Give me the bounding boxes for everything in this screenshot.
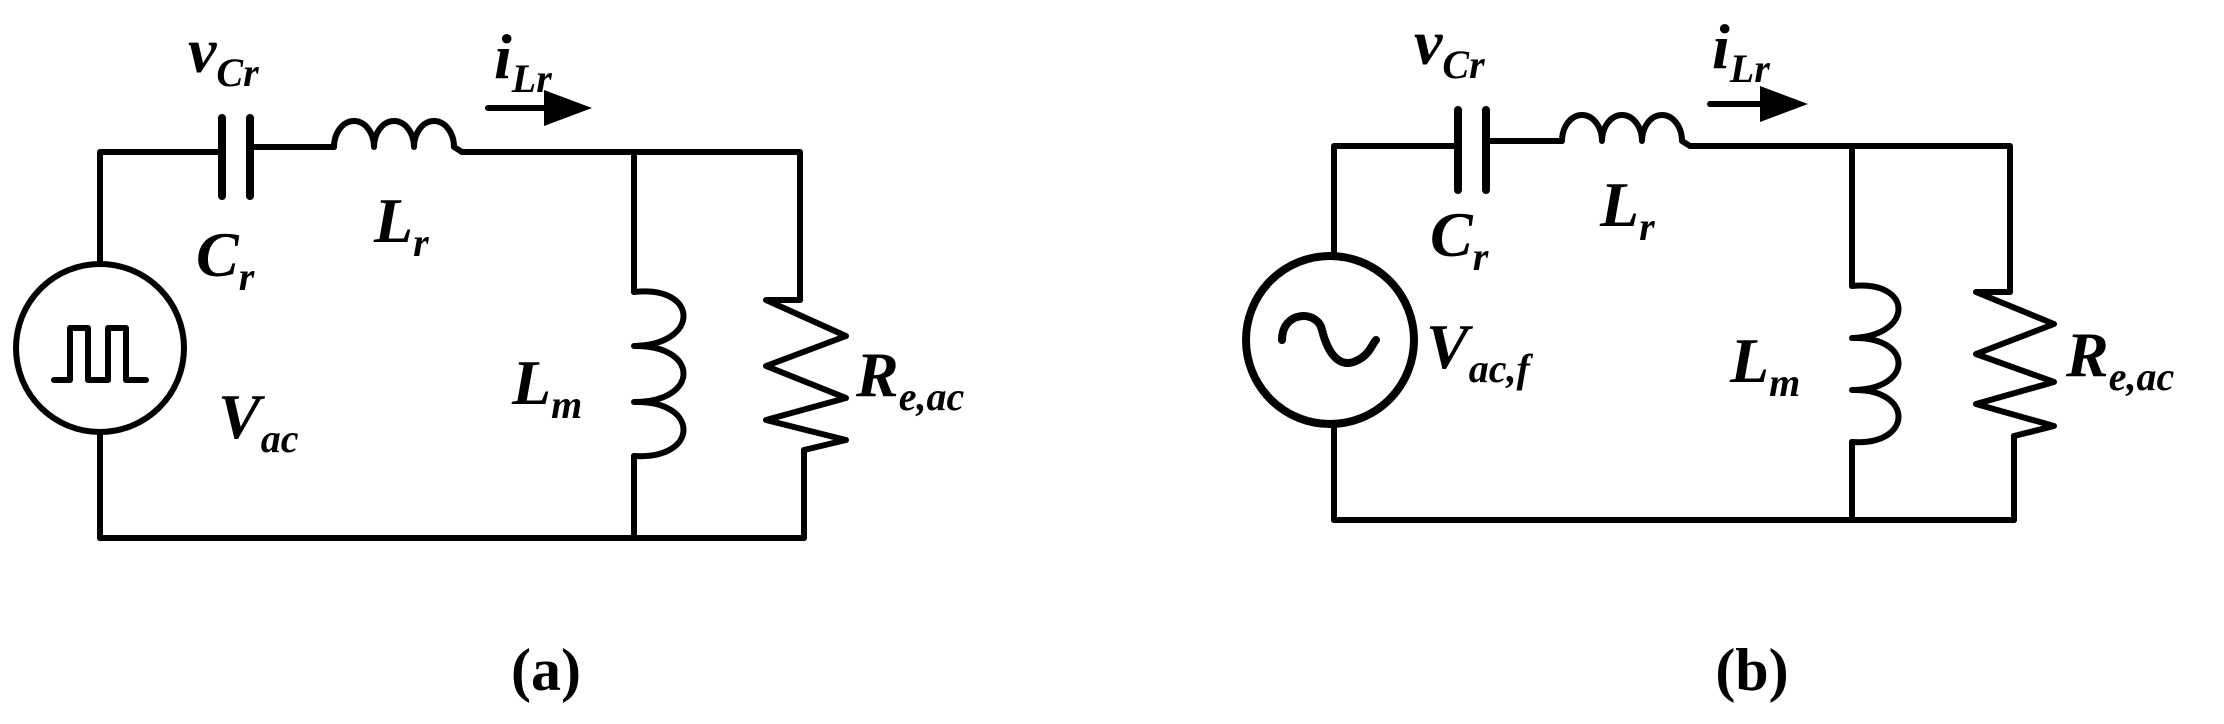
magnetizing-inductor-label-a: Lm	[511, 347, 582, 427]
current-arrow-a	[485, 90, 592, 126]
source-label-b: Vac,f	[1426, 311, 1533, 391]
inductor-current-label-a: iLr	[494, 21, 552, 101]
series-inductor-b	[1559, 112, 1693, 149]
source-circle	[1242, 252, 1418, 428]
square-wave-icon	[51, 325, 149, 383]
wire-a-top-rail	[459, 149, 803, 303]
cap-voltage-label-a: vCr	[188, 15, 259, 95]
source-a	[13, 261, 187, 435]
wire-b-left-top	[1331, 143, 1461, 259]
source-label-a: Vac	[218, 381, 299, 461]
wire-b-top-rail	[1687, 143, 2013, 295]
current-arrow-b	[1707, 86, 1808, 122]
magnetizing-inductor-label-b: Lm	[1729, 325, 1800, 405]
circuit-a: vCr iLr Cr Lr Lm Re,ac Vac (a)	[13, 15, 964, 703]
resistor-label-a: Re,ac	[855, 339, 964, 419]
resistor-b	[1973, 289, 2057, 439]
circuit-a-wires	[97, 144, 807, 541]
inductor-current-label-b: iLr	[1712, 11, 1770, 91]
wire-a-left-top	[97, 149, 225, 265]
resistor-a	[763, 297, 849, 453]
capacitor-b	[1454, 106, 1490, 194]
series-inductor-label-b: Lr	[1599, 169, 1655, 249]
magnetizing-inductor-b	[1849, 282, 1902, 446]
series-inductor-a	[331, 118, 465, 155]
source-b	[1242, 252, 1418, 428]
cap-name-label-a: Cr	[196, 219, 255, 299]
cap-voltage-label-b: vCr	[1414, 7, 1485, 87]
source-circle	[13, 261, 187, 435]
cap-name-label-b: Cr	[1430, 199, 1489, 279]
caption-a: (a)	[511, 637, 581, 703]
resistor-label-b: Re,ac	[2065, 319, 2174, 399]
caption-b: (b)	[1715, 637, 1788, 703]
magnetizing-inductor-a	[631, 288, 687, 460]
circuit-b-wires	[1331, 138, 2017, 523]
sine-wave-icon	[1278, 312, 1380, 367]
capacitor-a	[218, 114, 254, 200]
series-inductor-label-a: Lr	[373, 185, 429, 265]
circuit-b: vCr iLr Cr Lr Lm Re,ac Vac,f (b)	[1242, 7, 2174, 703]
